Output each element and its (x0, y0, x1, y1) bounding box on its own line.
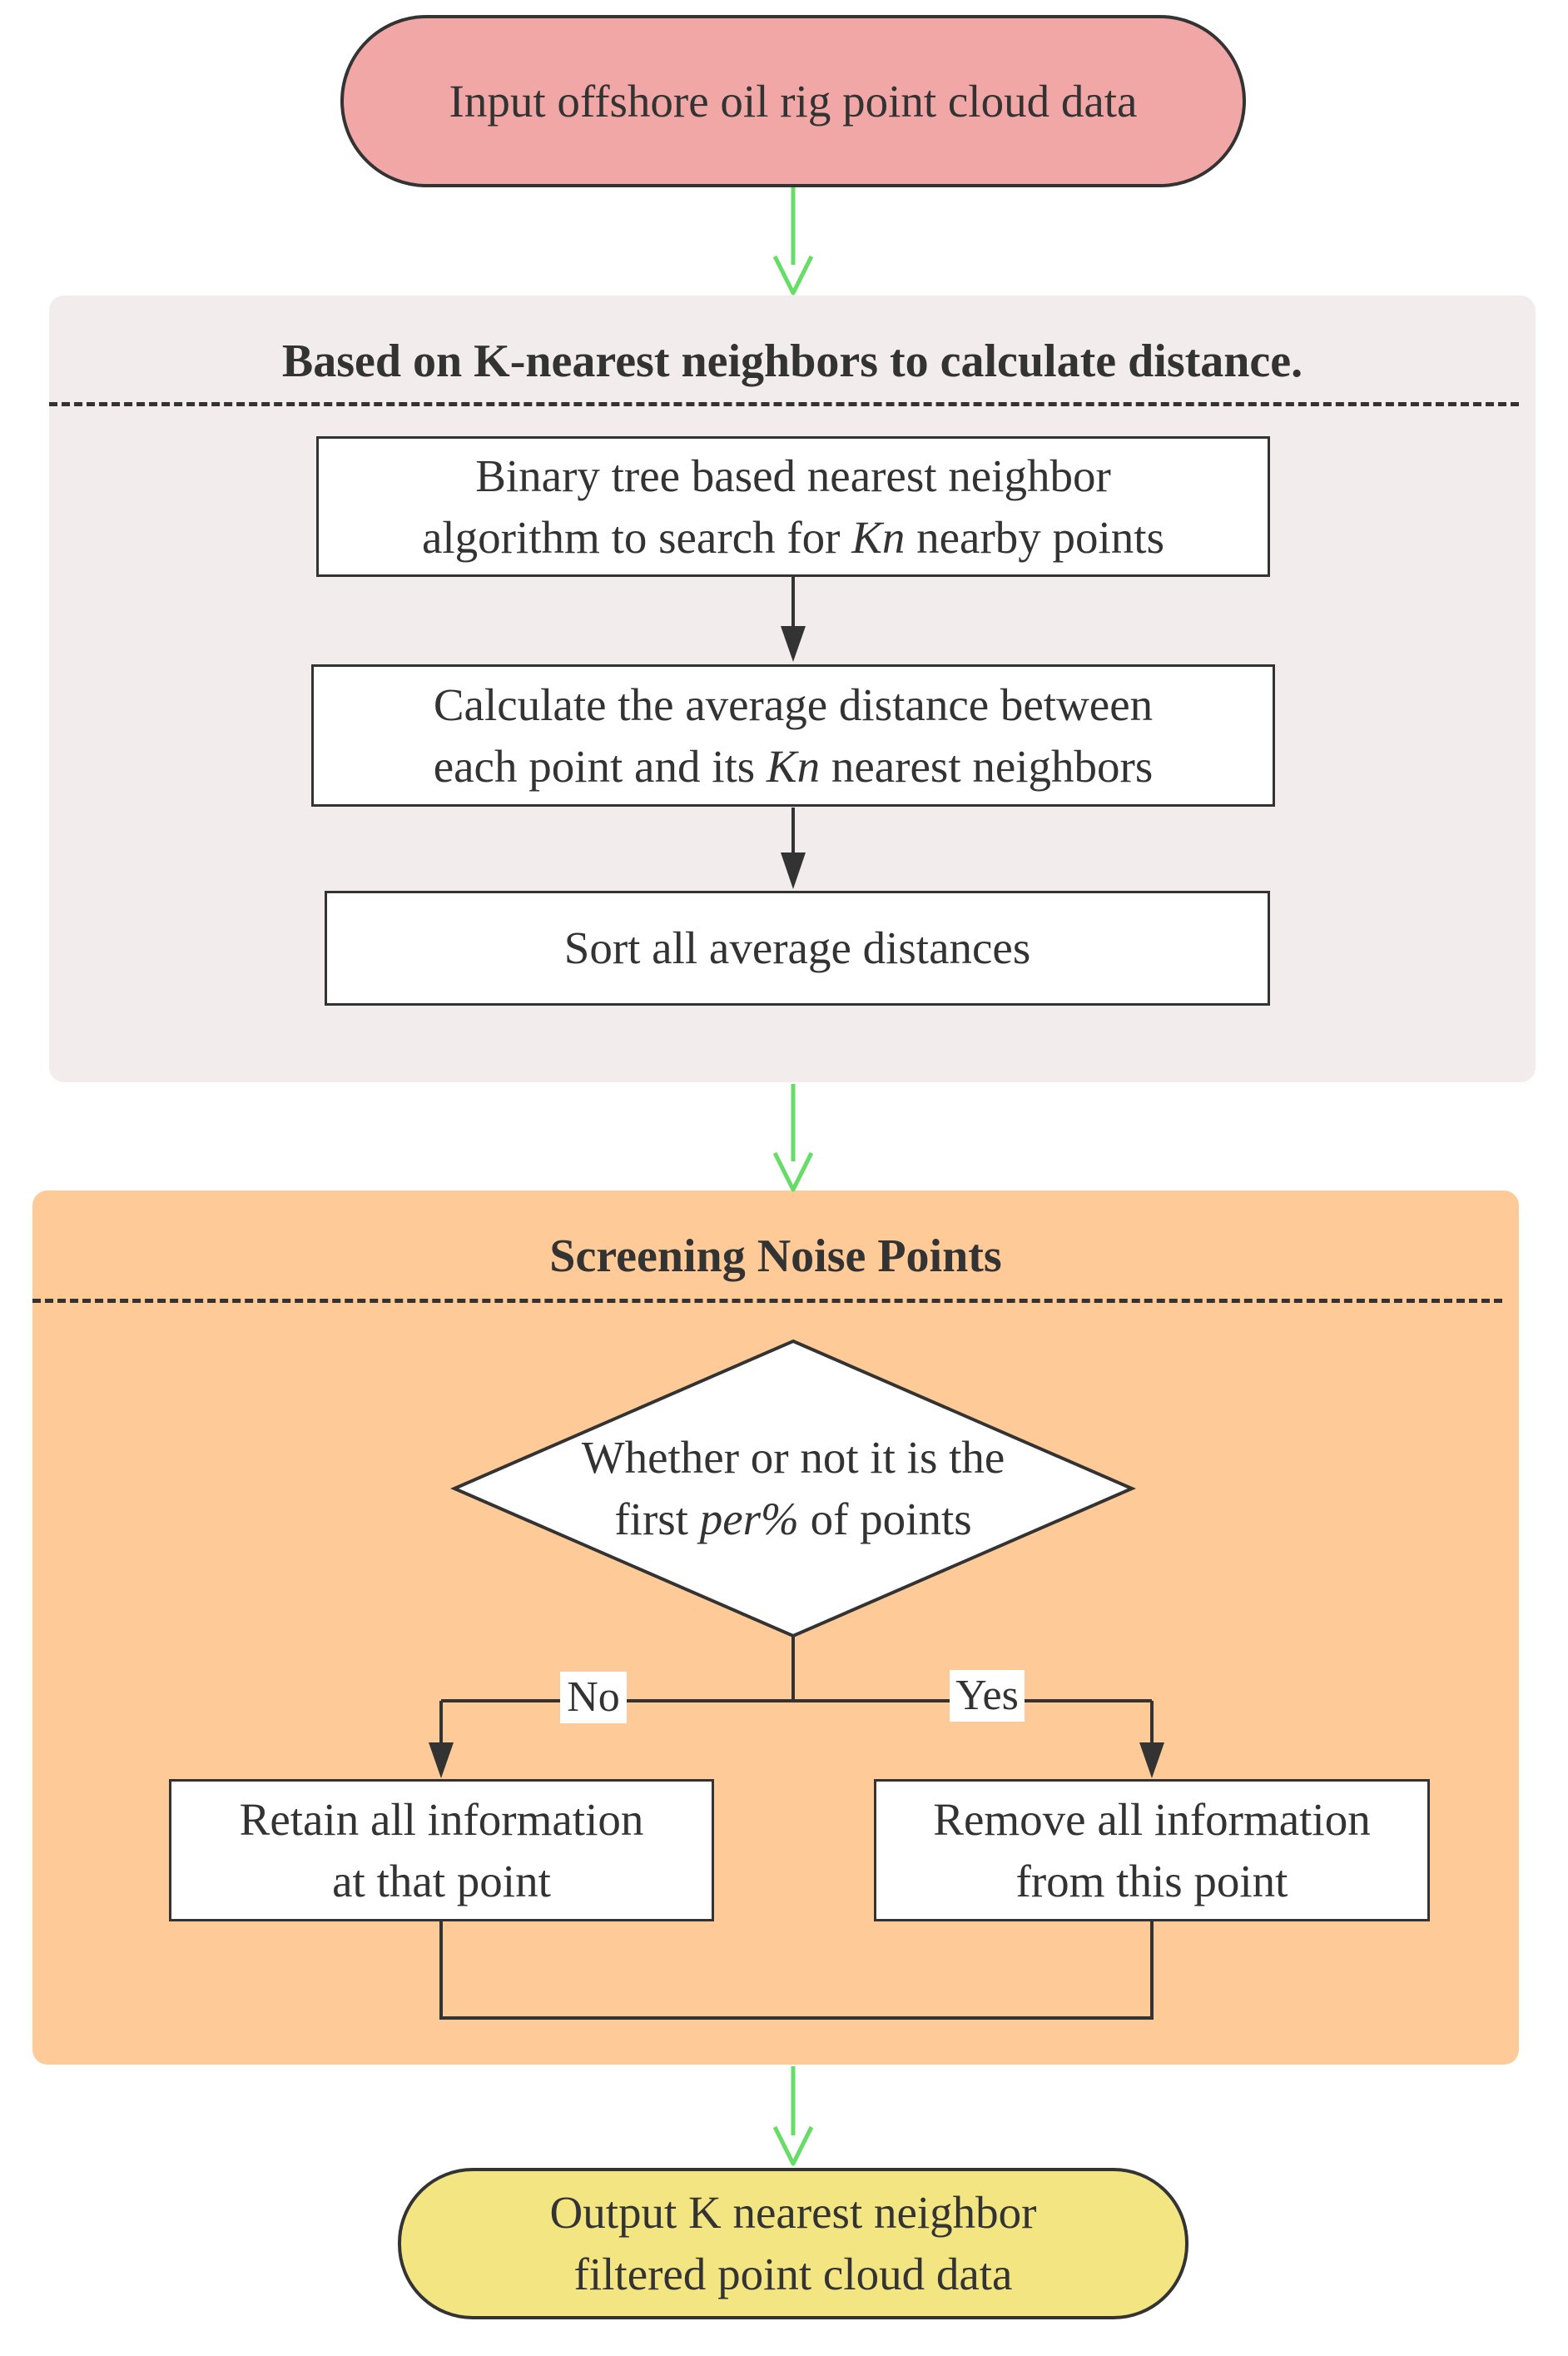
start-input-node: Input offshore oil rig point cloud data (340, 15, 1246, 187)
branch-label-no: No (560, 1672, 627, 1723)
arrow-average-to-sort (781, 808, 806, 889)
sort-distances-node: Sort all average distances (325, 891, 1270, 1006)
flow-arrow-input-to-knn (772, 187, 814, 296)
branch-lines (429, 1636, 1164, 1778)
decision-node: Whether or not it is the first per% of po… (454, 1341, 1132, 1636)
decision-line1: Whether or not it is the (581, 1432, 1005, 1483)
average-distance-node: Calculate the average distance between ea… (311, 664, 1275, 807)
retain-info-node: Retain all information at that point (169, 1779, 714, 1921)
average-distance-line2-var: Kn (766, 740, 821, 792)
average-distance-label: Calculate the average distance between ea… (434, 674, 1154, 798)
average-distance-line1: Calculate the average distance between (433, 678, 1154, 730)
knn-search-line2-pre: algorithm to search for (421, 511, 852, 563)
remove-info-label: Remove all information from this point (933, 1793, 1371, 1906)
arrow-search-to-average (781, 577, 806, 662)
average-distance-line2-post: nearest neighbors (820, 740, 1154, 792)
end-output-node: Output K nearest neighbor filtered point… (398, 2168, 1188, 2319)
merge-lines (439, 1919, 1154, 2020)
decision-label: Whether or not it is the first per% of po… (582, 1427, 1005, 1550)
knn-search-line1: Binary tree based nearest neighbor (475, 450, 1111, 501)
remove-info-node: Remove all information from this point (874, 1779, 1430, 1921)
average-distance-line2-pre: each point and its (433, 740, 767, 792)
knn-group-divider (49, 402, 1519, 406)
flow-arrow-screening-to-output (772, 2066, 814, 2166)
screening-group-title: Screening Noise Points (549, 1230, 1002, 1282)
decision-line2-var: per% (699, 1494, 799, 1544)
flow-arrow-knn-to-screening (772, 1084, 814, 1192)
knn-group-title: Based on K-nearest neighbors to calculat… (281, 336, 1303, 387)
sort-distances-label: Sort all average distances (563, 922, 1031, 973)
knn-search-node: Binary tree based nearest neighbor algori… (316, 436, 1270, 577)
end-output-label: Output K nearest neighbor filtered point… (549, 2187, 1037, 2299)
start-input-label: Input offshore oil rig point cloud data (449, 75, 1138, 127)
branch-label-yes: Yes (950, 1670, 1025, 1722)
knn-search-label: Binary tree based nearest neighbor algori… (422, 445, 1164, 569)
decision-line2-pre: first (614, 1494, 700, 1544)
retain-info-label: Retain all information at that point (239, 1793, 644, 1906)
knn-search-line2-var: Kn (851, 511, 906, 563)
knn-search-line2-post: nearby points (905, 511, 1164, 563)
screening-group-divider (32, 1299, 1502, 1303)
decision-line2-post: of points (798, 1494, 972, 1544)
